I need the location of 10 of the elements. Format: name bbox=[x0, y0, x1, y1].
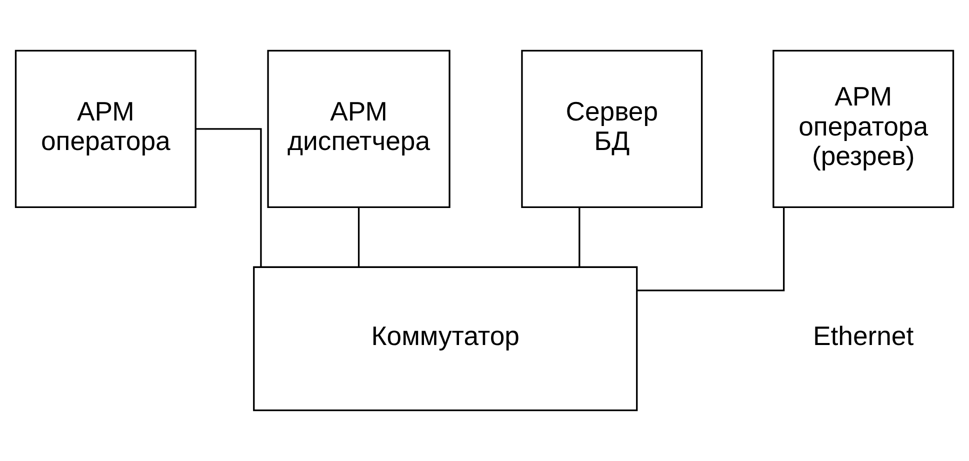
connector bbox=[637, 207, 785, 292]
node-box: Сервер БД bbox=[521, 50, 703, 208]
connector bbox=[358, 208, 360, 266]
node-box: АРМ оператора (резрев) bbox=[772, 50, 954, 208]
label: Ethernet bbox=[813, 321, 914, 352]
node-box: Коммутатор bbox=[253, 266, 638, 412]
node-box: АРМ диспетчера bbox=[267, 50, 450, 208]
node-box: АРМ оператора bbox=[14, 50, 196, 208]
connector bbox=[578, 208, 580, 266]
connector bbox=[196, 128, 262, 268]
